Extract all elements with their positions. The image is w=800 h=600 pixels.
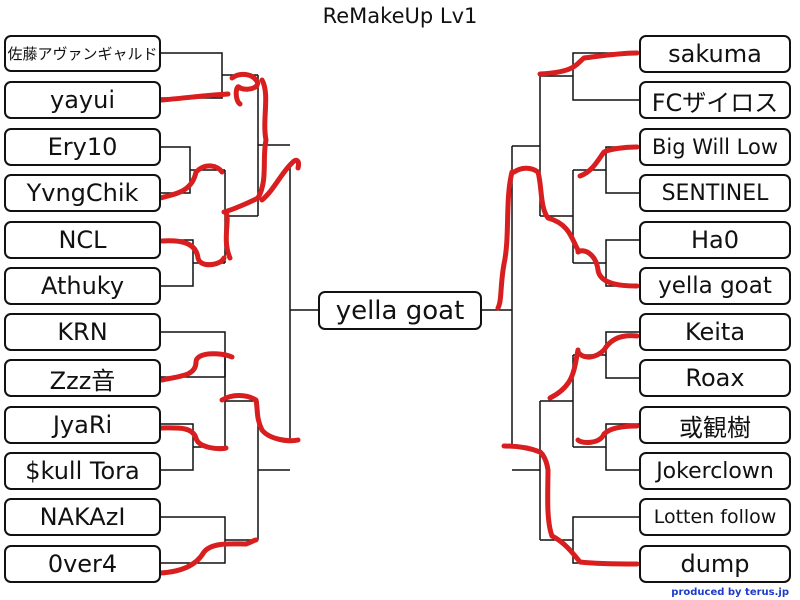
bracket-entry-left-5: NCL xyxy=(4,221,161,259)
bracket-entry-right-6: yella goat xyxy=(639,267,791,305)
bracket-entry-right-12: dump xyxy=(639,545,791,583)
advance-mark xyxy=(549,533,640,567)
advance-mark xyxy=(537,449,555,539)
champion-box: yella goat xyxy=(318,291,482,330)
advance-mark xyxy=(575,423,640,445)
bracket-entry-left-6: Athuky xyxy=(4,267,161,305)
advance-mark xyxy=(259,157,301,203)
bracket-line xyxy=(540,355,574,447)
bracket-entry-left-12: 0ver4 xyxy=(4,545,161,583)
advance-mark xyxy=(547,347,581,401)
bracket-line xyxy=(512,401,541,540)
advance-mark xyxy=(537,50,640,77)
bracket-entry-right-1: sakuma xyxy=(639,35,791,73)
advance-mark xyxy=(577,144,640,179)
bracket-line xyxy=(224,170,258,263)
advance-mark xyxy=(157,425,229,452)
advance-mark xyxy=(501,443,543,455)
bracket-line xyxy=(573,146,639,194)
bracket-entry-right-10: Jokerclown xyxy=(639,452,791,490)
credit-text: produced by terus.jp xyxy=(671,587,789,598)
tournament-title: ReMakeUp Lv1 xyxy=(322,4,478,28)
bracket-entry-left-11: NAKAzI xyxy=(4,498,161,536)
bracket-entry-left-2: yayui xyxy=(4,81,161,119)
bracket-entry-left-3: Ery10 xyxy=(4,128,161,166)
bracket-entry-left-7: KRN xyxy=(4,313,161,351)
bracket-entry-left-1: 佐藤アヴァンギャルド xyxy=(4,35,161,72)
bracket-entry-left-9: JyaRi xyxy=(4,406,161,444)
bracket-entry-right-9: 或観樹 xyxy=(639,406,791,444)
bracket-entry-right-8: Roax xyxy=(639,359,791,397)
bracket-entry-left-4: YvngChik xyxy=(4,174,161,212)
bracket-line xyxy=(540,52,639,101)
advance-mark xyxy=(219,393,301,444)
advance-mark xyxy=(229,71,260,107)
advance-mark xyxy=(159,238,227,268)
bracket-entry-right-7: Keita xyxy=(639,313,791,351)
bracket-entry-right-4: SENTINEL xyxy=(639,174,791,212)
bracket-entry-right-11: Lotten follow xyxy=(639,498,791,536)
bracket-entry-right-3: Big Will Low xyxy=(639,128,791,166)
advance-mark xyxy=(221,195,261,215)
bracket-line xyxy=(289,167,318,443)
advance-mark xyxy=(159,351,235,383)
bracket-entry-left-8: Zzz音 xyxy=(4,359,161,397)
bracket-entry-right-5: Ha0 xyxy=(639,221,791,259)
bracket-line xyxy=(512,76,541,216)
bracket-line xyxy=(573,423,639,471)
advance-mark xyxy=(495,169,515,311)
bracket-entry-left-10: $kull Tora xyxy=(4,452,161,490)
bracket-line xyxy=(161,146,225,194)
advance-mark xyxy=(575,333,640,360)
advance-mark xyxy=(511,165,581,253)
advance-mark xyxy=(159,91,231,103)
advance-mark xyxy=(223,209,233,261)
bracket-line xyxy=(161,516,258,564)
bracket-entry-right-2: FCザイロス xyxy=(639,81,791,119)
advance-mark xyxy=(575,248,640,289)
advance-mark xyxy=(157,537,259,576)
advance-mark xyxy=(157,163,225,201)
advance-mark xyxy=(255,77,269,201)
bracket-line xyxy=(257,401,290,540)
